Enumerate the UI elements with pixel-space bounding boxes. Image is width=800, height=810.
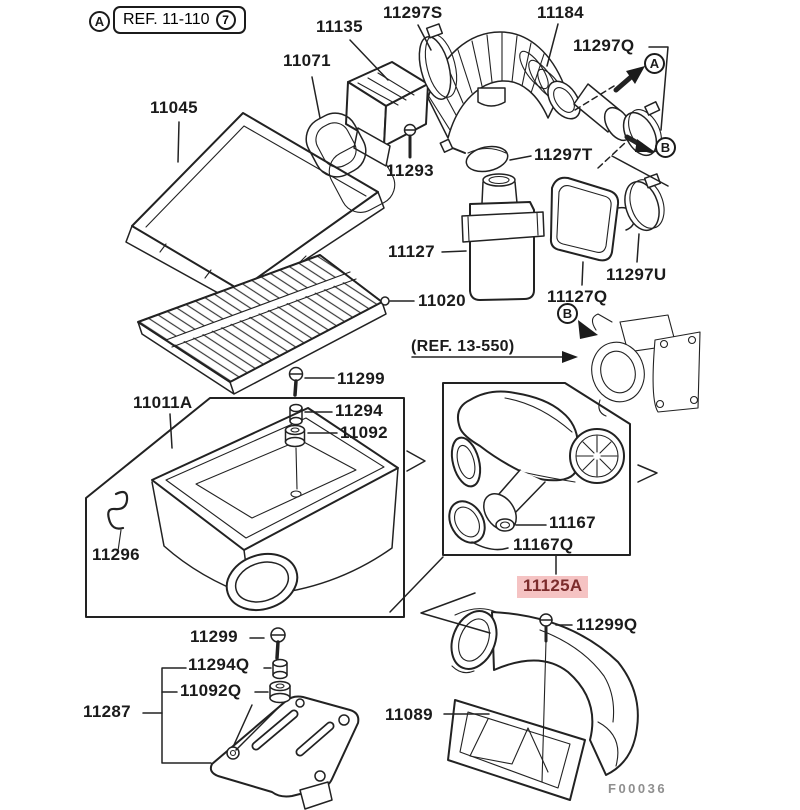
filter-element-drawing <box>138 255 386 394</box>
clamp-b-drawing <box>617 102 668 161</box>
part-label-11071: 11071 <box>283 51 331 70</box>
side-cover-drawing <box>551 178 634 261</box>
part-label-11297Q: 11297Q <box>573 36 635 55</box>
part-label-11299-top: 11299 <box>337 369 385 388</box>
top-fastener-icons <box>286 368 305 490</box>
marker-circle-a-right: A <box>644 53 665 74</box>
part-label-11135: 11135 <box>316 17 363 36</box>
part-label-11297T: 11297T <box>534 145 593 164</box>
marker-circle-b-right: B <box>655 137 676 158</box>
air-duct-drawing <box>443 604 638 800</box>
part-label-11299-bottom: 11299 <box>190 627 238 646</box>
part-label-11089: 11089 <box>385 705 433 724</box>
part-label-11299Q: 11299Q <box>576 615 638 634</box>
ref-13-550-label: (REF. 13-550) <box>411 338 515 355</box>
part-label-11167Q: 11167Q <box>513 535 574 554</box>
part-label-11125A-highlighted: 11125A <box>517 576 589 598</box>
part-label-11296: 11296 <box>92 545 140 564</box>
clamp-s-drawing <box>414 24 463 103</box>
duct-bolt-drawing <box>540 614 552 782</box>
bottom-fastener-icons <box>270 628 290 703</box>
part-label-11020: 11020 <box>418 291 466 310</box>
ref-circle-a-topleft: A <box>89 11 110 32</box>
part-label-11092: 11092 <box>340 423 388 442</box>
part-label-11127Q: 11127Q <box>547 287 608 306</box>
part-label-11294Q: 11294Q <box>188 655 250 674</box>
part-label-11092Q: 11092Q <box>180 681 242 700</box>
clamp-u-drawing <box>619 174 670 235</box>
cleaner-body-box <box>86 398 404 617</box>
part-label-11045: 11045 <box>150 98 198 117</box>
part-label-11127: 11127 <box>388 242 435 261</box>
gasket-drawing <box>298 105 373 184</box>
ref-box: REF. 11-110 7 <box>113 6 246 34</box>
part-label-11297S: 11297S <box>383 3 443 22</box>
leader-lines <box>143 24 668 763</box>
clip-drawing <box>108 492 127 551</box>
ref-box-text: REF. 11-110 <box>123 11 210 28</box>
part-label-11297U: 11297U <box>606 265 667 284</box>
part-label-11011A: 11011A <box>133 393 193 412</box>
maf-bolt-drawing <box>405 125 416 158</box>
air-duct-assembly-box <box>443 383 630 555</box>
part-label-11287: 11287 <box>83 702 131 721</box>
air-cleaner-body-drawing <box>152 408 398 619</box>
ref-circle-seven: 7 <box>215 10 236 30</box>
part-label-11184: 11184 <box>537 3 584 22</box>
bracket-drawing <box>211 697 358 810</box>
throttle-body-drawing <box>585 314 700 416</box>
intake-hose-drawing <box>428 32 637 145</box>
maf-sensor-drawing <box>346 62 428 166</box>
figure-code: F00036 <box>608 781 668 796</box>
resonator-tank-drawing <box>462 174 544 300</box>
marker-circle-b-mid: B <box>557 303 578 324</box>
part-label-11293: 11293 <box>386 161 434 180</box>
air-duct-assembly-drawing <box>442 392 624 550</box>
part-label-11167: 11167 <box>549 513 596 532</box>
part-label-11294: 11294 <box>335 401 383 420</box>
clamp-t-drawing <box>440 139 510 175</box>
